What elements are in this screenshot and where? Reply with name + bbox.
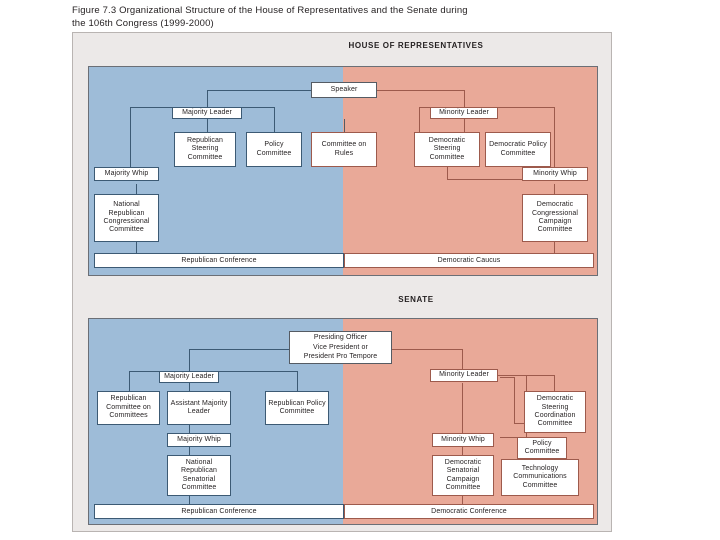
senate-democratic-conference-bar[interactable]: Democratic Conference: [344, 504, 594, 519]
senate-democratic-senatorial-campaign-committee-box[interactable]: Democratic Senatorial Campaign Committee: [432, 455, 494, 496]
senate-assistant-majority-leader-box[interactable]: Assistant Majority Leader: [167, 391, 231, 425]
figure-frame: HOUSE OF REPRESENTATIVES: [72, 32, 612, 532]
senate-minority-whip-box[interactable]: Minority Whip: [432, 433, 494, 447]
presiding-officer-line-3: President Pro Tempore: [303, 353, 378, 361]
house-policy-committee-box[interactable]: Policy Committee: [246, 132, 302, 167]
senate-technology-communications-committee-box[interactable]: Technology Communications Committee: [501, 459, 579, 496]
senate-majority-leader-box[interactable]: Majority Leader: [159, 371, 219, 383]
presiding-officer-line-2: Vice President or: [313, 343, 368, 351]
senate-democratic-boxes: Minority Leader Democratic Steering Coor…: [89, 319, 597, 524]
house-republican-steering-committee-box[interactable]: Republican Steering Committee: [174, 132, 236, 167]
senate-republican-conference-bar[interactable]: Republican Conference: [94, 504, 344, 519]
senate-republican-committee-on-committees-box[interactable]: Republican Committee on Committees: [97, 391, 160, 425]
senate-presiding-officer-box[interactable]: Presiding Officer Vice President or Pres…: [289, 331, 392, 364]
house-republican-boxes: Majority Leader Republican Steering Comm…: [89, 67, 597, 275]
house-democratic-steering-committee-box[interactable]: Democratic Steering Committee: [414, 132, 480, 167]
house-speaker-box[interactable]: Speaker: [311, 82, 377, 98]
house-majority-leader-box[interactable]: Majority Leader: [172, 107, 242, 119]
senate-policy-committee-box[interactable]: Policy Committee: [517, 437, 567, 459]
presiding-officer-line-1: Presiding Officer: [313, 334, 368, 342]
house-majority-whip-box[interactable]: Majority Whip: [94, 167, 159, 181]
senate-minority-leader-box[interactable]: Minority Leader: [430, 369, 498, 382]
senate-republican-boxes: Majority Leader Republican Committee on …: [89, 319, 597, 524]
house-minority-leader-box[interactable]: Minority Leader: [430, 107, 498, 119]
house-democratic-congressional-campaign-committee-box[interactable]: Democratic Congressional Campaign Commit…: [522, 194, 588, 242]
house-national-republican-congressional-committee-box[interactable]: National Republican Congressional Commit…: [94, 194, 159, 242]
house-section-title: HOUSE OF REPRESENTATIVES: [348, 41, 484, 50]
house-democratic-caucus-bar[interactable]: Democratic Caucus: [344, 253, 594, 268]
senate-national-republican-senatorial-committee-box[interactable]: National Republican Senatorial Committee: [167, 455, 231, 496]
house-panel: Majority Leader Republican Steering Comm…: [88, 66, 598, 276]
house-minority-whip-box[interactable]: Minority Whip: [522, 167, 588, 181]
figure-caption: Figure 7.3 Organizational Structure of t…: [72, 5, 468, 29]
house-republican-connectors: [89, 67, 597, 275]
senate-democratic-steering-coordination-committee-box[interactable]: Democratic Steering Coordination Committ…: [524, 391, 586, 433]
senate-panel: Majority Leader Republican Committee on …: [88, 318, 598, 525]
senate-republican-connectors: [89, 319, 597, 524]
house-democratic-boxes: Minority Leader Democratic Steering Comm…: [89, 67, 597, 275]
house-committee-on-rules-box[interactable]: Committee on Rules: [311, 132, 377, 167]
house-republican-conference-bar[interactable]: Republican Conference: [94, 253, 344, 268]
senate-majority-whip-box[interactable]: Majority Whip: [167, 433, 231, 447]
senate-republican-policy-committee-box[interactable]: Republican Policy Committee: [265, 391, 329, 425]
house-center-boxes: Committee on Rules Speaker: [89, 67, 597, 275]
senate-section-title: SENATE: [398, 295, 434, 304]
house-democratic-connectors: [89, 67, 597, 275]
house-democratic-policy-committee-box[interactable]: Democratic Policy Committee: [485, 132, 551, 167]
